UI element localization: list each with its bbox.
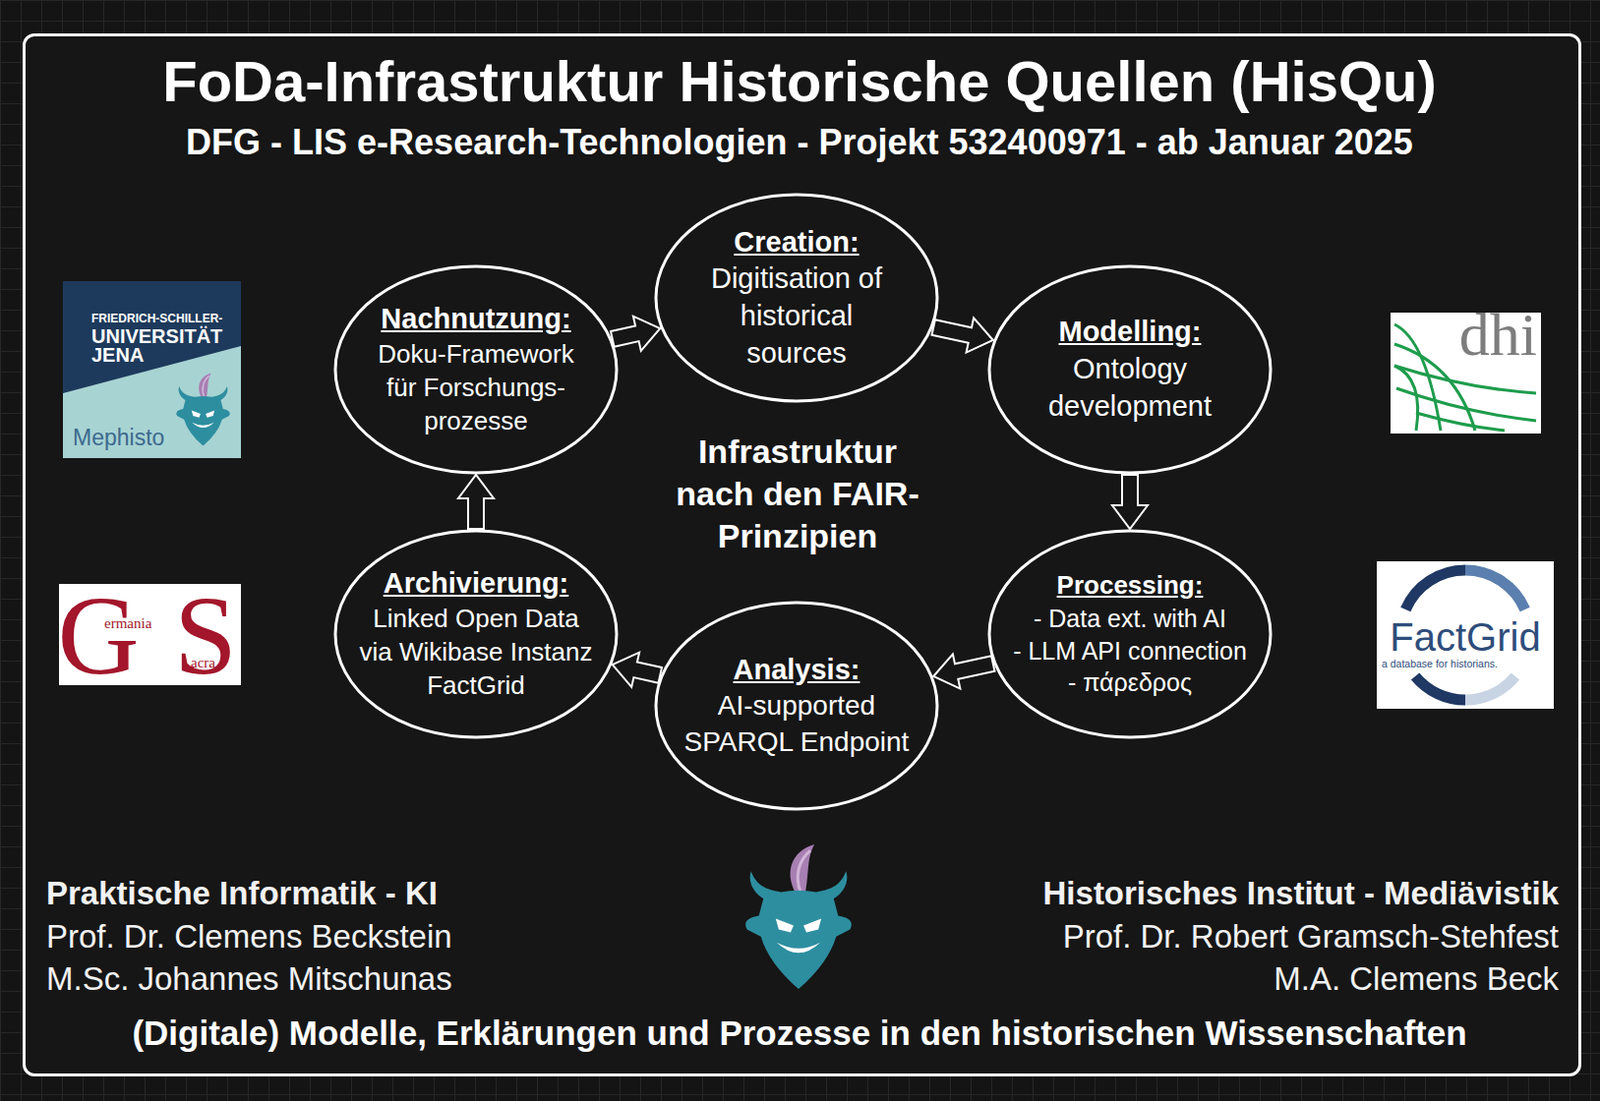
- node-text-column: Modelling:Ontology development: [987, 264, 1273, 475]
- factgrid-logo: [1376, 561, 1554, 710]
- subtitle: DFG - LIS e-Research-Technologien - Proj…: [185, 120, 1414, 164]
- process-ellipse: Archivierung:Linked Open Data via Wikiba…: [333, 529, 619, 740]
- node-text-column: Nachnutzung:Doku-Framework für Forschung…: [333, 264, 619, 475]
- ellipse-shape: [989, 531, 1271, 738]
- block-arrow: [458, 474, 494, 530]
- ellipse-shape: [655, 602, 938, 810]
- process-ellipse: Creation:Digitisation of historical sour…: [653, 192, 940, 404]
- block-arrow: [932, 317, 994, 353]
- team-member: M.A. Clemens Beck: [1273, 959, 1559, 1000]
- block-arrow: [612, 652, 662, 688]
- ellipse-shape: [335, 266, 617, 474]
- center-label: Infrastruktur nach den FAIR- Prinzipien: [675, 430, 919, 559]
- process-ellipse: Modelling:Ontology development: [987, 264, 1273, 475]
- node-text-column: Analysis:AI-supported SPARQL Endpoint: [653, 600, 940, 812]
- logo-text: JENA: [91, 343, 144, 367]
- mephisto-mascot: [745, 844, 852, 990]
- node-heading: Creation:: [733, 224, 859, 262]
- node-heading: Processing:: [1057, 569, 1204, 603]
- logo-text: ermania: [104, 614, 152, 633]
- ellipse-outline: [653, 192, 940, 404]
- node-text-column: Archivierung:Linked Open Data via Wikiba…: [333, 529, 619, 740]
- jena-logo: [62, 281, 241, 459]
- ellipse-shape: [655, 194, 938, 402]
- ellipse-outline: [333, 264, 619, 475]
- node-body: Doku-Framework für Forschungs- prozesse: [377, 338, 574, 438]
- logo-text: a database for historians.: [1381, 657, 1498, 671]
- logo-text: dhi: [1459, 303, 1538, 365]
- ellipse-outline: [987, 529, 1273, 740]
- team-member: Prof. Dr. Clemens Beckstein: [46, 917, 453, 957]
- node-heading: Nachnutzung:: [380, 300, 571, 339]
- node-heading: Archivierung:: [383, 565, 570, 603]
- process-ellipse: Analysis:AI-supported SPARQL Endpoint: [653, 600, 940, 812]
- ellipse-shape: [989, 266, 1271, 474]
- node-heading: Analysis:: [733, 651, 861, 690]
- team-heading: Historisches Institut - Mediävistik: [1043, 874, 1559, 914]
- title: FoDa-Infrastruktur Historische Quellen (…: [162, 47, 1437, 117]
- node-body: Linked Open Data via Wikibase Instanz Fa…: [359, 602, 593, 703]
- logo-text: Mephisto: [72, 424, 165, 453]
- caption: (Digitale) Modelle, Erklärungen und Proz…: [131, 1012, 1467, 1055]
- block-arrow: [610, 316, 660, 352]
- node-body: Digitisation of historical sources: [711, 260, 883, 372]
- logo-letter: S: [174, 579, 238, 693]
- block-arrow: [933, 653, 995, 689]
- node-body: Ontology development: [1048, 351, 1212, 425]
- node-heading: Modelling:: [1059, 313, 1202, 352]
- block-arrow: [1112, 474, 1148, 530]
- ellipse-shape: [335, 531, 617, 738]
- logo-text: FactGrid: [1389, 613, 1541, 661]
- process-ellipse: Processing:- Data ext. with AI - LLM API…: [987, 529, 1273, 740]
- team-heading: Praktische Informatik - KI: [46, 874, 438, 914]
- team-member: M.Sc. Johannes Mitschunas: [46, 959, 453, 1000]
- node-text-column: Processing:- Data ext. with AI - LLM API…: [987, 529, 1273, 740]
- process-ellipse: Nachnutzung:Doku-Framework für Forschung…: [333, 264, 619, 475]
- node-body: - Data ext. with AI - LLM API connection…: [1012, 602, 1247, 700]
- team-member: Prof. Dr. Robert Gramsch-Stehfest: [1063, 917, 1559, 957]
- ellipse-outline: [333, 529, 619, 740]
- logo-text: FRIEDRICH-SCHILLER-: [91, 311, 223, 326]
- node-text-column: Creation:Digitisation of historical sour…: [653, 192, 940, 404]
- logo-letter: G: [57, 579, 139, 693]
- node-body: AI-supported SPARQL Endpoint: [684, 688, 910, 761]
- logo-text: acra: [190, 653, 216, 672]
